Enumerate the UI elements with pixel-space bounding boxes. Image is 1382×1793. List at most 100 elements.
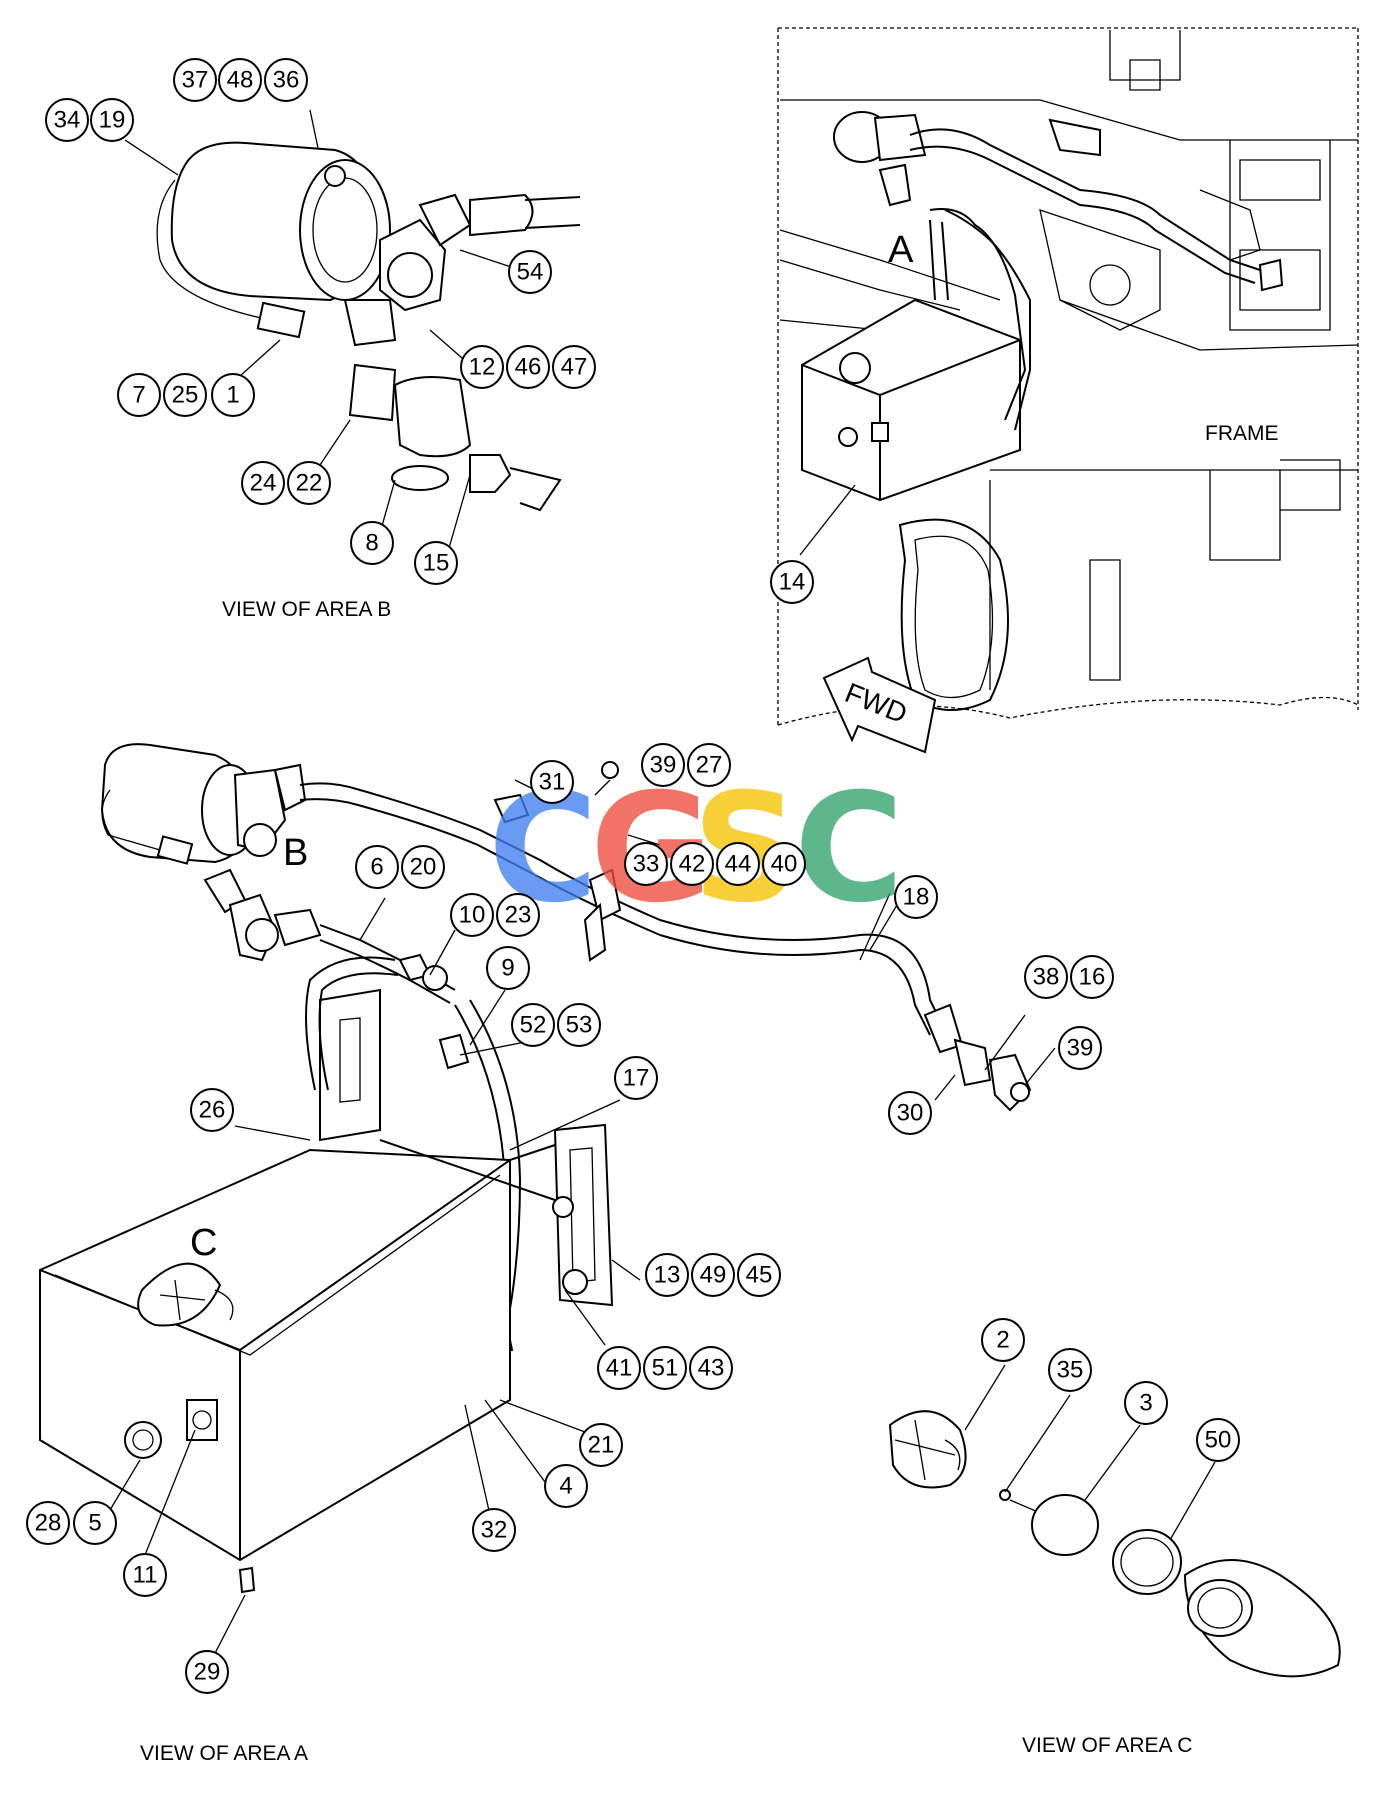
svg-text:29: 29 [194,1659,221,1686]
caption-view-area-c: VIEW OF AREA C [1022,1734,1192,1757]
callout-18: 18 [894,875,938,919]
frame-label: FRAME [1205,422,1279,445]
callout-21: 21 [579,1423,623,1467]
callout-49: 49 [691,1253,735,1297]
callout-35: 35 [1048,1348,1092,1392]
svg-text:9: 9 [501,955,514,982]
callout-41: 41 [597,1346,641,1390]
callout-39a: 39 [641,743,685,787]
svg-text:53: 53 [566,1012,593,1039]
callout-22: 22 [287,461,331,505]
view-area-a: B C VIEW OF AREA A [39,743,1056,1765]
callout-31: 31 [530,760,574,804]
callout-52: 52 [511,1003,555,1047]
callout-13: 13 [645,1253,689,1297]
svg-text:15: 15 [423,550,450,577]
svg-text:6: 6 [370,854,383,881]
callout-8: 8 [350,521,394,565]
svg-text:39: 39 [650,752,677,779]
callout-30: 30 [888,1091,932,1135]
caption-view-area-b: VIEW OF AREA B [222,598,391,621]
callout-24: 24 [241,461,285,505]
svg-text:35: 35 [1057,1357,1084,1384]
area-letter-c: C [190,1222,217,1264]
callout-1: 1 [211,373,255,417]
svg-text:48: 48 [227,67,254,94]
callout-12: 12 [460,345,504,389]
svg-text:50: 50 [1205,1427,1232,1454]
callout-34: 34 [45,98,89,142]
view-area-c: VIEW OF AREA C [888,1364,1341,1757]
svg-text:45: 45 [746,1262,773,1289]
fwd-arrow: FWD [822,656,937,754]
svg-text:3: 3 [1139,1390,1152,1417]
callout-33: 33 [624,842,668,886]
svg-text:42: 42 [679,851,706,878]
callout-32: 32 [472,1508,516,1552]
svg-text:28: 28 [35,1510,62,1537]
filler-cap-exploded [888,1410,1341,1678]
svg-text:46: 46 [515,354,542,381]
svg-text:13: 13 [654,1262,681,1289]
svg-text:34: 34 [54,107,81,134]
svg-text:22: 22 [296,470,323,497]
callout-3: 3 [1124,1381,1168,1425]
callout-5: 5 [73,1501,117,1545]
callout-29: 29 [185,1650,229,1694]
svg-text:51: 51 [652,1355,679,1382]
callout-9: 9 [486,946,530,990]
callout-40: 40 [762,842,806,886]
svg-text:52: 52 [520,1012,547,1039]
svg-text:39: 39 [1067,1035,1094,1062]
tank-a-large [39,988,614,1594]
callout-45: 45 [737,1253,781,1297]
callout-38: 38 [1024,955,1068,999]
callout-25: 25 [163,373,207,417]
svg-text:49: 49 [700,1262,727,1289]
svg-text:14: 14 [779,569,806,596]
frame-overview: A FRAME FWD [777,27,1359,754]
svg-text:19: 19 [99,107,126,134]
callout-42: 42 [670,842,714,886]
callout-19: 19 [90,98,134,142]
callout-14: 14 [770,560,814,604]
caption-view-area-a: VIEW OF AREA A [140,1742,308,1765]
svg-text:44: 44 [725,851,752,878]
callout-4: 4 [544,1464,588,1508]
svg-text:24: 24 [250,470,277,497]
callout-51: 51 [643,1346,687,1390]
callout-10: 10 [450,893,494,937]
callout-2: 2 [981,1318,1025,1362]
svg-text:27: 27 [696,752,723,779]
callout-50: 50 [1196,1418,1240,1462]
svg-text:31: 31 [539,769,566,796]
leader-lines-c [964,1364,1216,1541]
svg-text:26: 26 [199,1097,226,1124]
svg-text:47: 47 [561,354,588,381]
svg-text:1: 1 [226,382,239,409]
svg-text:11: 11 [133,1562,158,1589]
callout-27: 27 [687,743,731,787]
callout-54: 54 [508,250,552,294]
callout-7: 7 [117,373,161,417]
leader-lines-a [109,779,1056,1664]
watermark-letter-4: C [794,762,904,936]
svg-text:4: 4 [559,1473,572,1500]
svg-text:17: 17 [623,1065,650,1092]
callout-48: 48 [218,58,262,102]
callout-23: 23 [496,893,540,937]
svg-text:18: 18 [903,884,930,911]
svg-text:54: 54 [517,259,544,286]
svg-text:10: 10 [459,902,486,929]
svg-text:2: 2 [996,1327,1009,1354]
area-letter-b: B [283,832,308,874]
callout-20: 20 [401,845,445,889]
svg-text:16: 16 [1079,964,1106,991]
svg-text:12: 12 [469,354,496,381]
svg-text:32: 32 [481,1517,508,1544]
svg-text:30: 30 [897,1100,924,1127]
callout-11: 11 [123,1553,167,1597]
tank-a-small [801,298,1021,502]
svg-text:7: 7 [132,382,145,409]
